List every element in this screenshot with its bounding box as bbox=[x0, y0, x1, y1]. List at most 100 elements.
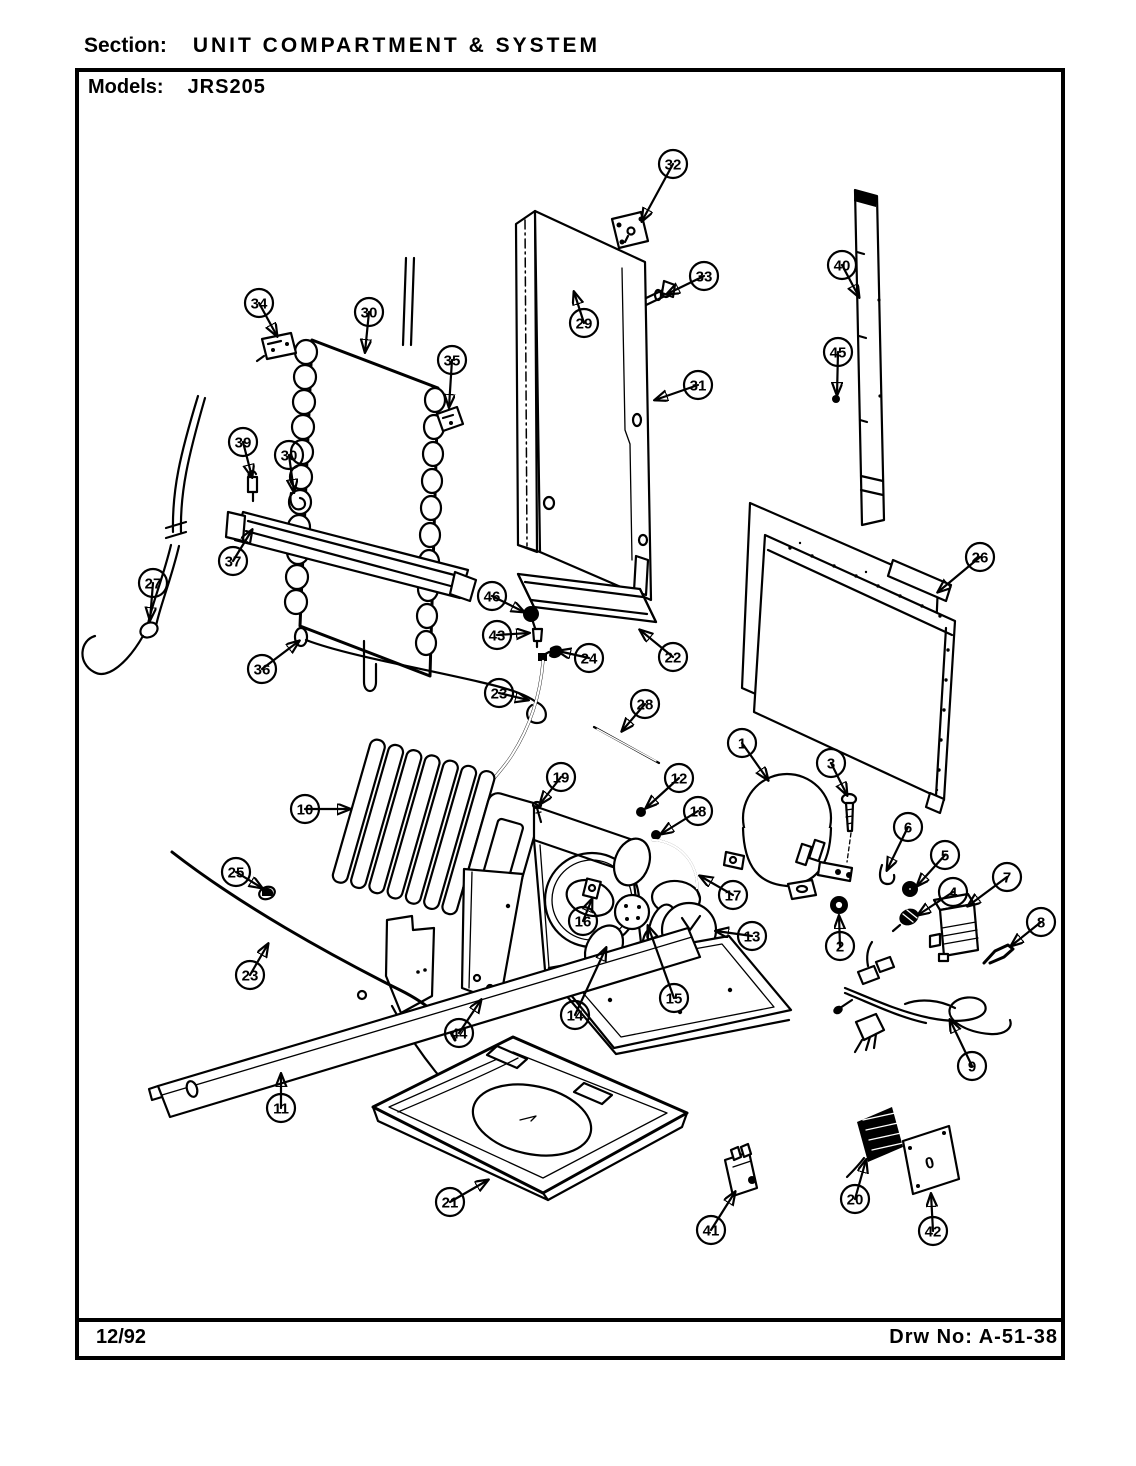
models-label: Models: bbox=[88, 76, 164, 98]
callout-26: 26 bbox=[938, 541, 996, 592]
models-line: Models: JRS205 bbox=[88, 76, 266, 99]
callout-27: 27 bbox=[137, 567, 169, 620]
svg-text:35: 35 bbox=[444, 353, 461, 370]
callout-43: 43 bbox=[481, 619, 529, 651]
grommet-18-drawing bbox=[651, 830, 661, 840]
svg-text:14: 14 bbox=[567, 1008, 584, 1025]
callout-7: 7 bbox=[968, 861, 1023, 906]
svg-text:21: 21 bbox=[442, 1195, 459, 1212]
clip-35-drawing bbox=[435, 405, 465, 433]
callout-14: 14 bbox=[559, 948, 606, 1031]
suction-tube-drawing bbox=[81, 394, 207, 675]
callout-28: 28 bbox=[622, 688, 661, 731]
svg-text:43: 43 bbox=[489, 628, 506, 645]
footer-divider bbox=[75, 1318, 1065, 1322]
svg-text:9: 9 bbox=[968, 1059, 976, 1076]
footer-date: 12/92 bbox=[96, 1326, 147, 1348]
plate-42-drawing: 0 bbox=[901, 1124, 961, 1196]
side-strip-40-drawing bbox=[832, 188, 886, 527]
block-20-drawing bbox=[845, 1107, 904, 1179]
callout-2: 2 bbox=[824, 916, 856, 962]
svg-text:42: 42 bbox=[925, 1224, 942, 1241]
svg-text:31: 31 bbox=[690, 378, 707, 395]
callout-16: 16 bbox=[567, 899, 599, 937]
plate-42-marking: 0 bbox=[924, 1154, 937, 1173]
grommet-25-drawing bbox=[258, 885, 276, 901]
callout-1: 1 bbox=[726, 727, 768, 780]
svg-text:25: 25 bbox=[228, 865, 245, 882]
svg-text:23: 23 bbox=[242, 968, 259, 985]
callout-20: 20 bbox=[839, 1160, 871, 1215]
svg-text:26: 26 bbox=[972, 550, 989, 567]
svg-text:6: 6 bbox=[904, 820, 912, 837]
drain-trough-drawing bbox=[224, 510, 478, 603]
svg-text:41: 41 bbox=[703, 1223, 720, 1240]
models-value: JRS205 bbox=[187, 76, 266, 98]
svg-text:27: 27 bbox=[145, 576, 162, 593]
callout-layer: 1234567891011121314151617181920212223232… bbox=[137, 148, 1057, 1247]
svg-text:30: 30 bbox=[361, 305, 378, 322]
svg-text:12: 12 bbox=[671, 771, 688, 788]
hook-6-drawing bbox=[878, 863, 896, 886]
callout-6: 6 bbox=[887, 811, 924, 870]
footer-drawing-number: Drw No: A-51-38 bbox=[889, 1326, 1058, 1348]
callout-24: 24 bbox=[558, 642, 605, 674]
callout-40: 40 bbox=[826, 249, 859, 297]
callout-37: 37 bbox=[217, 530, 252, 577]
compressor-drawing bbox=[722, 772, 854, 901]
svg-text:1: 1 bbox=[738, 736, 746, 753]
callout-13: 13 bbox=[716, 920, 768, 952]
grommet-5-drawing bbox=[902, 881, 918, 897]
rear-panel-31-drawing bbox=[514, 209, 653, 602]
drain-pan-21-drawing bbox=[371, 1035, 689, 1202]
hook-30-drawing bbox=[289, 491, 307, 511]
relay-41-drawing bbox=[723, 1142, 759, 1198]
callout-17: 17 bbox=[700, 876, 749, 911]
svg-text:33: 33 bbox=[696, 269, 713, 286]
svg-text:8: 8 bbox=[1037, 915, 1045, 932]
svg-text:10: 10 bbox=[297, 802, 314, 819]
clip-4-drawing bbox=[891, 908, 919, 933]
svg-text:5: 5 bbox=[941, 848, 949, 865]
svg-text:16: 16 bbox=[575, 914, 592, 931]
callout-15: 15 bbox=[648, 926, 690, 1014]
callout-21: 21 bbox=[434, 1180, 488, 1218]
section-label: Section: bbox=[84, 34, 167, 57]
callout-9: 9 bbox=[950, 1020, 988, 1082]
callout-23: 23 bbox=[234, 944, 268, 991]
callout-30: 30 bbox=[353, 296, 385, 352]
capillary-17-drawing bbox=[650, 838, 702, 900]
callout-4: 4 bbox=[918, 876, 969, 915]
plate-32-drawing bbox=[610, 210, 650, 250]
relay-7-drawing bbox=[928, 892, 980, 963]
grommet-2-drawing bbox=[830, 896, 848, 914]
svg-text:40: 40 bbox=[834, 258, 851, 275]
callout-31: 31 bbox=[655, 369, 714, 400]
stepped-plate-drawing bbox=[384, 914, 436, 1015]
svg-text:45: 45 bbox=[830, 345, 847, 362]
svg-text:20: 20 bbox=[847, 1192, 864, 1209]
callout-35: 35 bbox=[436, 344, 468, 407]
diagram-frame bbox=[75, 68, 1065, 1360]
svg-text:3: 3 bbox=[827, 756, 835, 773]
callout-44: 44 bbox=[443, 1000, 481, 1049]
svg-text:28: 28 bbox=[637, 697, 654, 714]
bracket-8-drawing bbox=[982, 943, 1015, 965]
callout-30: 30 bbox=[273, 439, 305, 492]
svg-text:23: 23 bbox=[491, 686, 508, 703]
svg-text:17: 17 bbox=[725, 888, 742, 905]
section-header: Section:UNIT COMPARTMENT & SYSTEM bbox=[84, 34, 600, 58]
svg-text:13: 13 bbox=[744, 929, 761, 946]
callout-11: 11 bbox=[265, 1074, 297, 1124]
svg-text:22: 22 bbox=[665, 650, 682, 667]
wire-harness-9-drawing bbox=[833, 940, 1012, 1054]
svg-text:36: 36 bbox=[254, 662, 271, 679]
svg-text:46: 46 bbox=[484, 589, 501, 606]
svg-text:4: 4 bbox=[949, 885, 958, 902]
screw-3-drawing bbox=[840, 792, 858, 863]
callout-45: 45 bbox=[822, 336, 854, 395]
svg-text:11: 11 bbox=[273, 1101, 289, 1118]
callout-39: 39 bbox=[227, 426, 259, 477]
callout-3: 3 bbox=[815, 747, 847, 795]
